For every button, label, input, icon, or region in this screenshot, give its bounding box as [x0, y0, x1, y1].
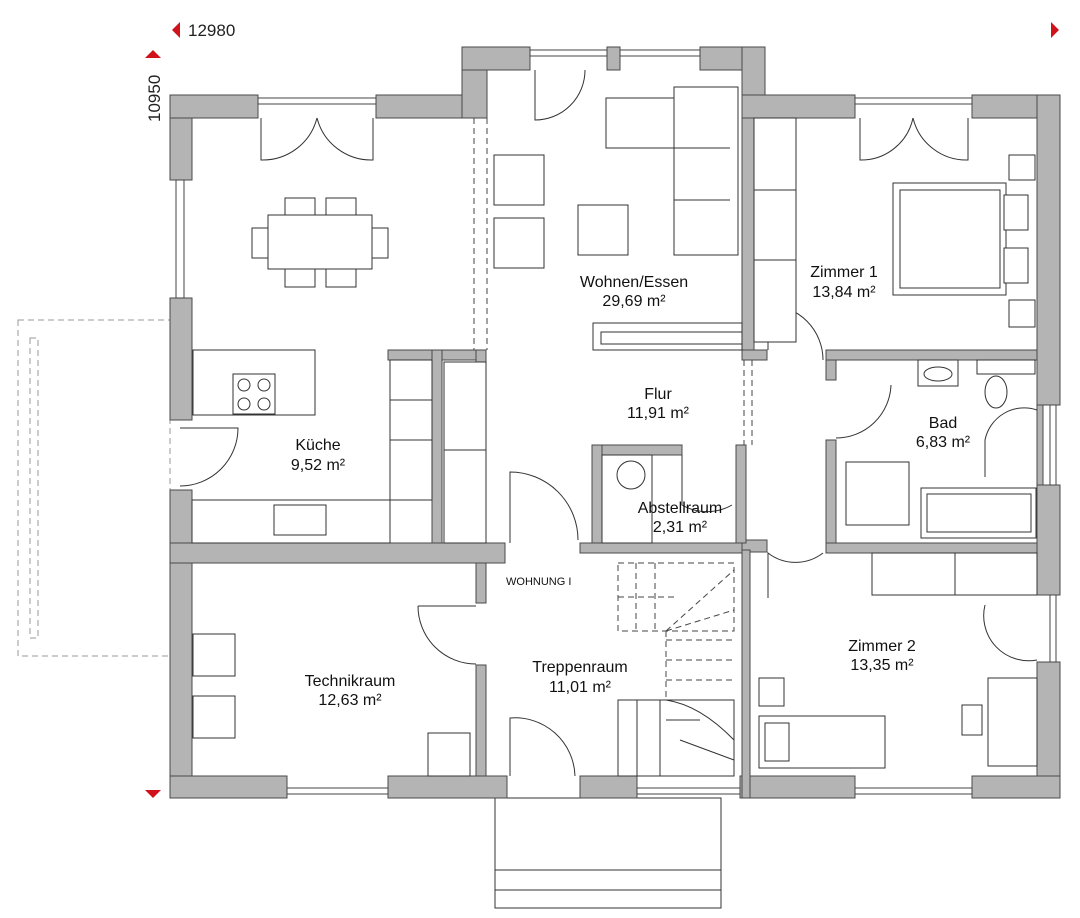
- arrow-left-marker: [172, 22, 180, 38]
- arrow-down-marker: [145, 790, 161, 798]
- room-name: Küche: [295, 437, 340, 454]
- dimension-markers: 12980 10950: [145, 21, 1059, 820]
- room-name: Technikraum: [305, 673, 396, 690]
- terrace-outline: [17, 319, 171, 657]
- room-name: Zimmer 1: [810, 264, 878, 281]
- walls: [169, 46, 1061, 799]
- terrace-post: [29, 337, 39, 639]
- room-area: 12,63 m²: [318, 692, 382, 709]
- staircase: [617, 562, 735, 777]
- arrow-right-marker: [1051, 22, 1059, 38]
- room-name: Treppenraum: [532, 659, 627, 676]
- room-area: 9,52 m²: [291, 457, 346, 474]
- room-area: 13,84 m²: [812, 284, 876, 301]
- room-name: Wohnen/Essen: [580, 274, 688, 291]
- depth-dimension: 10950: [145, 75, 164, 122]
- room-area: 6,83 m²: [916, 434, 971, 451]
- room-area: 29,69 m²: [602, 293, 666, 310]
- room-area: 11,01 m²: [549, 679, 612, 696]
- room-area: 13,35 m²: [850, 657, 914, 674]
- width-dimension: 12980: [188, 21, 235, 40]
- entrance-steps: [494, 797, 722, 909]
- room-name: Flur: [644, 386, 672, 403]
- arrow-up-marker: [145, 50, 161, 58]
- furniture: [191, 86, 1038, 777]
- unit-label: WOHNUNG I: [506, 576, 571, 588]
- windows: [175, 49, 1057, 795]
- room-labels: Küche 9,52 m² Wohnen/Essen 29,69 m² Zimm…: [291, 264, 971, 709]
- room-name: Abstellraum: [638, 500, 722, 517]
- room-area: 2,31 m²: [653, 519, 708, 536]
- room-name: Bad: [929, 415, 957, 432]
- room-area: 11,91 m²: [627, 405, 690, 422]
- room-name: Zimmer 2: [848, 638, 916, 655]
